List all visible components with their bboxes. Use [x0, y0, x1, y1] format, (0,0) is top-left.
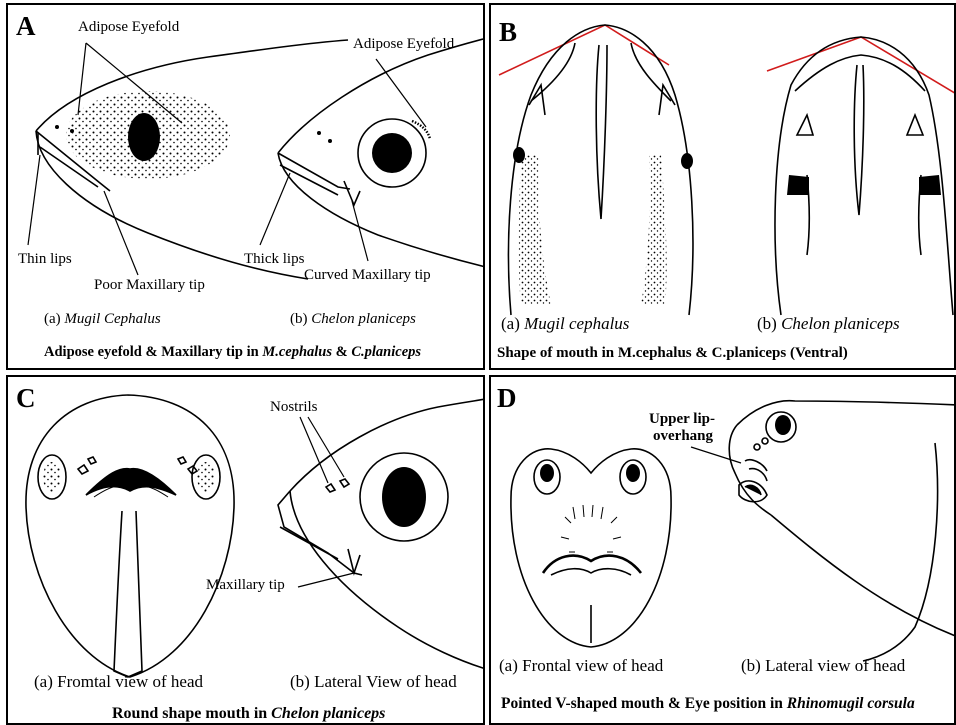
chelon-planiceps-head-lateral: [260, 39, 485, 267]
panel-d-caption-a: (a) Frontal view of head: [499, 657, 663, 676]
panel-d-letter: D: [497, 385, 517, 412]
panel-b-caption-a: (a) Mugil cephalus: [501, 315, 629, 334]
chelon-planiceps-head-frontal: [26, 395, 234, 677]
panel-c-caption-b: (b) Lateral View of head: [290, 673, 457, 692]
chelon-planiceps-head-ventral: [775, 37, 953, 315]
panel-c-title: Round shape mouth in Chelon planiceps: [112, 705, 385, 723]
rhinomugil-corsula-head-lateral: [691, 401, 956, 661]
panel-c-letter: C: [16, 385, 36, 412]
adipose-eyefold-label-right: Adipose Eyefold: [353, 36, 454, 53]
mugil-cephalus-head-ventral: [508, 25, 693, 315]
panel-a-title: Adipose eyefold & Maxillary tip in M.cep…: [44, 345, 421, 361]
panel-b-title: Shape of mouth in M.cephalus & C.planice…: [497, 345, 848, 362]
panel-b: B (a) Mugil cephalus (b) Chelon planicep…: [489, 3, 956, 370]
panel-c: C Nostrils Maxillary tip (a) Fromtal vie…: [6, 375, 485, 725]
thin-lips-label: Thin lips: [18, 251, 72, 268]
panel-c-caption-a: (a) Fromtal view of head: [34, 673, 203, 692]
thick-lips-label: Thick lips: [244, 251, 304, 268]
panel-a-letter: A: [16, 13, 36, 40]
upper-lip-overhang-label: Upper lip-overhang: [649, 411, 715, 444]
panel-b-letter: B: [499, 19, 517, 46]
panel-b-caption-b: (b) Chelon planiceps: [757, 315, 900, 334]
maxillary-tip-label: Maxillary tip: [206, 577, 285, 594]
mugil-cephalus-head-lateral: [28, 40, 348, 279]
panel-a-caption-a: (a) Mugil Cephalus: [44, 311, 161, 328]
panel-d-title: Pointed V-shaped mouth & Eye position in…: [501, 695, 915, 712]
panel-a: A Adipose Eyefold Adipose Eyefold Thin l…: [6, 3, 485, 370]
adipose-eyefold-label-left: Adipose Eyefold: [78, 19, 179, 36]
red-mouth-angle-lines: [499, 25, 956, 95]
poor-maxillary-tip-label: Poor Maxillary tip: [94, 277, 205, 294]
rhinomugil-corsula-head-frontal: [511, 449, 671, 647]
chelon-planiceps-head-lateral-c: [278, 399, 485, 669]
panel-a-caption-b: (b) Chelon planiceps: [290, 311, 416, 328]
panel-d-caption-b: (b) Lateral view of head: [741, 657, 905, 676]
panel-d: D Upper lip-overhang (a) Frontal view of…: [489, 375, 956, 725]
curved-maxillary-tip-label: Curved Maxillary tip: [304, 267, 431, 284]
nostrils-label: Nostrils: [270, 399, 318, 416]
